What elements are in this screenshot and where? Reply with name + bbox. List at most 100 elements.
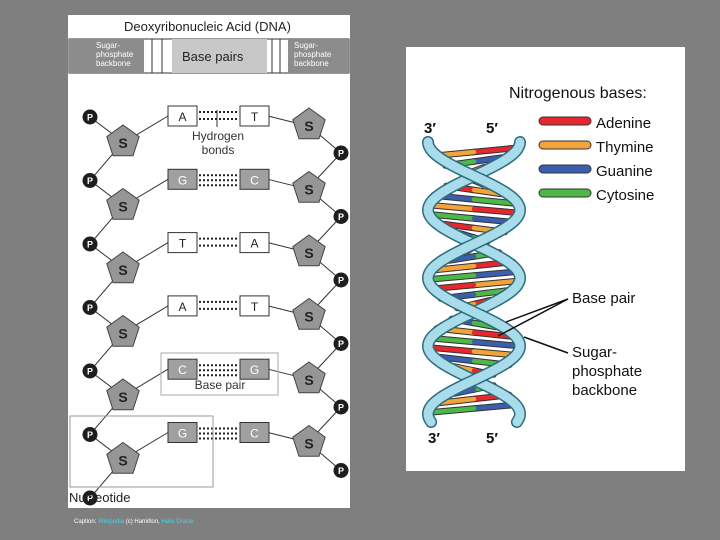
base-box bbox=[239, 168, 270, 190]
legend-swatch-guanine bbox=[538, 164, 592, 174]
legend-swatch-thymine bbox=[538, 140, 592, 150]
sugar-label: S bbox=[118, 453, 127, 469]
backbone-ribbon-b bbox=[423, 137, 525, 427]
legend-label-thymine: Thymine bbox=[596, 139, 654, 156]
base-box bbox=[167, 168, 198, 190]
strand-label-bottom-3prime: 3′ bbox=[428, 430, 440, 447]
sugar-label: S bbox=[118, 199, 127, 215]
phosphate-label: P bbox=[338, 339, 344, 349]
base-letter: G bbox=[178, 427, 187, 441]
phosphate-circle bbox=[82, 490, 98, 506]
legend-swatch-cytosine bbox=[538, 188, 592, 198]
dna-ladder-svg: Deoxyribonucleic Acid (DNA)Sugar-phospha… bbox=[68, 19, 350, 506]
rung-base-cytosine bbox=[471, 197, 517, 206]
sugar-pentagon-left bbox=[106, 378, 140, 411]
sugar-label: S bbox=[304, 436, 313, 452]
sugar-pentagon-right bbox=[292, 297, 326, 330]
base-pair-label: Base pair bbox=[195, 378, 246, 392]
rung-base-adenine bbox=[427, 345, 477, 354]
base-letter: T bbox=[251, 110, 259, 124]
header-center-label: Base pairs bbox=[182, 49, 244, 64]
base-letter: T bbox=[251, 300, 259, 314]
sugar-pentagon-right bbox=[292, 170, 326, 203]
base-box bbox=[167, 358, 198, 380]
base-box bbox=[239, 105, 270, 127]
base-letter: C bbox=[250, 427, 259, 441]
legend-label-adenine: Adenine bbox=[596, 115, 651, 132]
sugar-pentagon-left bbox=[106, 124, 140, 157]
phosphate-label: P bbox=[87, 113, 93, 123]
phosphate-label: P bbox=[87, 494, 93, 504]
base-pair-pointer bbox=[497, 298, 569, 337]
sugar-pentagon-left bbox=[106, 187, 140, 220]
caption-credit: (c) Hamilton, bbox=[125, 519, 160, 525]
rung-base-guanine bbox=[471, 339, 522, 349]
phosphate-label: P bbox=[87, 367, 93, 377]
phosphate-circle bbox=[333, 272, 349, 288]
dna-structure-diagram: Deoxyribonucleic Acid (DNA)Sugar-phospha… bbox=[68, 15, 350, 508]
backbone-ribbon-a bbox=[423, 137, 525, 427]
base-box bbox=[239, 358, 270, 380]
phosphate-circle bbox=[333, 145, 349, 161]
phosphate-label: P bbox=[87, 240, 93, 250]
phosphate-label: P bbox=[338, 403, 344, 413]
base-box bbox=[167, 295, 198, 317]
caption: Caption: Wikipedia (c) Hamilton, Helix D… bbox=[74, 519, 194, 525]
rung-base-adenine bbox=[471, 330, 514, 339]
phosphate-circle bbox=[82, 427, 98, 442]
helix-base-pair-label: Base pair bbox=[572, 290, 635, 307]
phosphate-label: P bbox=[87, 430, 93, 440]
phosphate-circle bbox=[333, 209, 349, 224]
base-letter: C bbox=[250, 173, 259, 187]
rung-base-thymine bbox=[432, 263, 477, 273]
rung-base-cytosine bbox=[427, 406, 477, 415]
sugar-label: S bbox=[304, 372, 313, 388]
sugar-pentagon-right bbox=[292, 234, 326, 267]
base-box bbox=[167, 422, 198, 443]
base-box bbox=[167, 105, 198, 127]
rung-base-thymine bbox=[471, 278, 520, 288]
base-letter: A bbox=[178, 300, 186, 314]
base-box bbox=[239, 232, 270, 254]
phosphate-label: P bbox=[338, 212, 344, 222]
caption-prefix: Caption: bbox=[74, 519, 97, 525]
legend-label-guanine: Guanine bbox=[596, 163, 653, 180]
base-box bbox=[239, 422, 270, 443]
base-letter: C bbox=[178, 363, 187, 377]
strand-label-top-5prime: 5′ bbox=[486, 120, 498, 137]
base-box bbox=[239, 295, 270, 317]
sugar-pentagon-right bbox=[292, 361, 326, 394]
sugar-label: S bbox=[118, 326, 127, 342]
sugar-label: S bbox=[304, 118, 313, 134]
base-pair-pointer bbox=[505, 298, 569, 323]
diagram-title: Deoxyribonucleic Acid (DNA) bbox=[124, 19, 291, 34]
sugar-label: S bbox=[118, 135, 127, 151]
phosphate-label: P bbox=[338, 276, 344, 286]
sugar-pentagon-right bbox=[292, 107, 326, 140]
rung-base-adenine bbox=[471, 145, 518, 155]
legend-title: Nitrogenous bases: bbox=[509, 85, 647, 102]
sugar-label: S bbox=[118, 262, 127, 278]
rung-base-adenine bbox=[471, 206, 523, 216]
sugar-pentagon-left bbox=[106, 251, 140, 284]
sugar-pentagon-left bbox=[106, 314, 140, 347]
rung-base-cytosine bbox=[429, 212, 477, 221]
caption-link-source[interactable]: Helix Dracle bbox=[161, 519, 194, 525]
phosphate-circle bbox=[333, 399, 349, 415]
sugar-label: S bbox=[118, 389, 127, 405]
phosphate-circle bbox=[333, 463, 349, 478]
nucleotide-highlight bbox=[69, 415, 214, 488]
caption-link-wikipedia[interactable]: Wikipedia bbox=[98, 519, 125, 525]
phosphate-label: P bbox=[338, 149, 344, 159]
legend-label-cytosine: Cytosine bbox=[596, 187, 654, 204]
sugar-pentagon-right bbox=[292, 424, 326, 457]
rung-base-cytosine bbox=[426, 273, 477, 282]
rung-base-guanine bbox=[436, 354, 477, 364]
nucleotide-label: Nucleotide bbox=[69, 490, 130, 505]
phosphate-label: P bbox=[87, 176, 93, 186]
phosphate-circle bbox=[82, 300, 98, 315]
